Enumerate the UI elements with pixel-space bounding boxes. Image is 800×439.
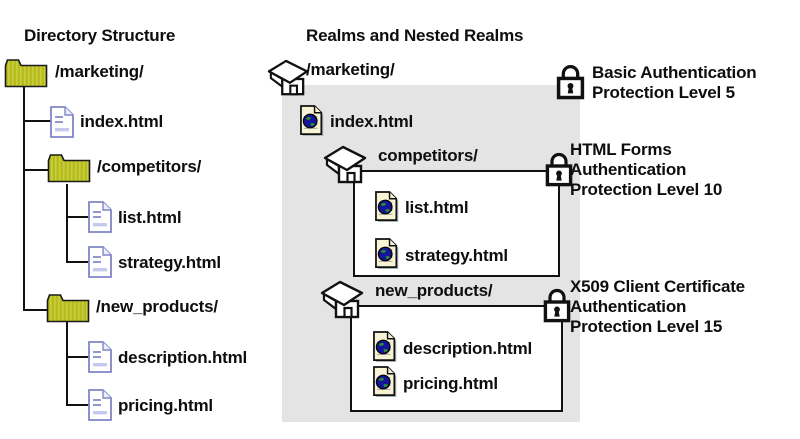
tree-branch-line bbox=[23, 120, 51, 122]
annotation-line: Protection Level 15 bbox=[570, 317, 723, 336]
tree-item-index: index.html bbox=[80, 112, 164, 131]
realm-file-list: list.html bbox=[405, 198, 469, 217]
tree-branch-line bbox=[66, 261, 90, 263]
tree-item-description: description.html bbox=[118, 348, 248, 367]
tree-branch-line bbox=[23, 169, 49, 171]
realms-title: Realms and Nested Realms bbox=[306, 26, 524, 45]
html-file-icon bbox=[50, 106, 74, 138]
web-document-icon bbox=[373, 331, 398, 363]
lock-icon bbox=[543, 288, 571, 323]
annotation-line: Protection Level 10 bbox=[570, 180, 723, 199]
web-document-icon bbox=[375, 191, 400, 223]
realm-file-pricing: pricing.html bbox=[403, 374, 498, 393]
html-file-icon bbox=[88, 246, 112, 278]
tree-item-marketing: /marketing/ bbox=[55, 62, 144, 81]
folder-icon bbox=[47, 154, 91, 183]
html-file-icon bbox=[88, 389, 112, 421]
tree-item-new-products: /new_products/ bbox=[96, 297, 218, 316]
web-document-icon bbox=[375, 238, 400, 270]
html-file-icon bbox=[88, 201, 112, 233]
realm-file-description: description.html bbox=[403, 339, 533, 358]
directory-structure-title: Directory Structure bbox=[24, 26, 176, 45]
tree-trunk-line bbox=[23, 86, 25, 311]
annotation-x509-auth: X509 Client Certificate Authentication P… bbox=[570, 277, 745, 337]
realm-file-index: index.html bbox=[330, 112, 414, 131]
folder-icon bbox=[4, 59, 48, 88]
tree-item-competitors: /competitors/ bbox=[97, 157, 202, 176]
annotation-line: Authentication bbox=[570, 297, 687, 316]
house-icon bbox=[323, 145, 367, 184]
annotation-line: X509 Client Certificate bbox=[570, 277, 745, 296]
house-icon bbox=[320, 280, 364, 319]
folder-icon bbox=[46, 294, 90, 323]
realm-label-competitors: competitors/ bbox=[378, 146, 478, 165]
annotation-line: HTML Forms bbox=[570, 140, 672, 159]
tree-subtrunk-line bbox=[66, 184, 68, 263]
tree-subtrunk-line bbox=[66, 322, 68, 406]
realm-label-marketing: /marketing/ bbox=[306, 60, 395, 79]
html-file-icon bbox=[88, 341, 112, 373]
realm-label-new-products: new_products/ bbox=[375, 281, 493, 300]
tree-branch-line bbox=[66, 404, 90, 406]
tree-item-pricing: pricing.html bbox=[118, 396, 213, 415]
house-icon bbox=[267, 59, 309, 96]
tree-branch-line bbox=[23, 309, 48, 311]
tree-branch-line bbox=[66, 356, 90, 358]
tree-item-list: list.html bbox=[118, 208, 182, 227]
lock-icon bbox=[545, 152, 573, 187]
web-document-icon bbox=[373, 366, 398, 398]
annotation-forms-auth: HTML Forms Authentication Protection Lev… bbox=[570, 140, 722, 200]
tree-item-strategy: strategy.html bbox=[118, 253, 221, 272]
annotation-basic-auth: Basic Authentication Protection Level 5 bbox=[592, 63, 757, 103]
web-document-icon bbox=[300, 105, 325, 137]
lock-icon bbox=[556, 64, 585, 100]
annotation-line: Authentication bbox=[570, 160, 687, 179]
annotation-line: Basic Authentication bbox=[592, 63, 757, 82]
realm-file-strategy: strategy.html bbox=[405, 246, 508, 265]
annotation-line: Protection Level 5 bbox=[592, 83, 735, 102]
tree-branch-line bbox=[66, 216, 90, 218]
